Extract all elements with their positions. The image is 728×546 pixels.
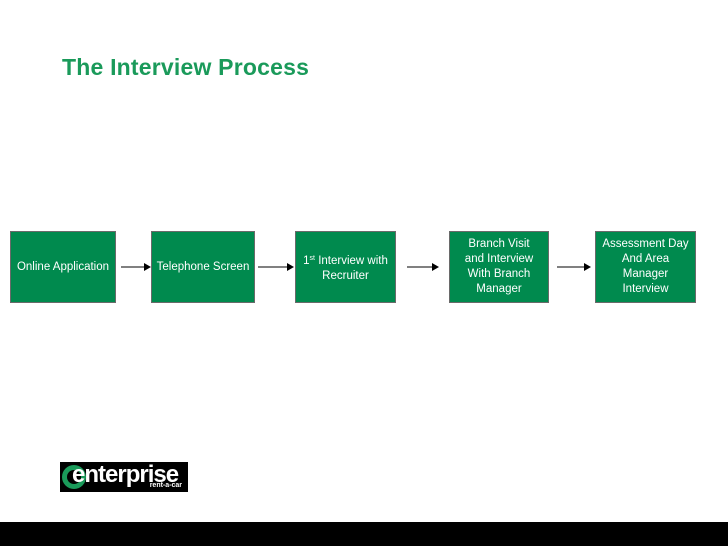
arrow-icon [258,263,294,271]
step-label: Online Application [16,260,110,273]
arrow-icon [557,263,591,271]
step-label: Assessment Day And Area Manager Intervie… [602,238,689,295]
step-branch-visit: Branch Visit and Interview With Branch M… [449,231,549,303]
step-first-interview: 1st Interview with Recruiter [295,231,396,303]
logo-e-icon [62,465,86,489]
step-label: Branch Visit and Interview With Branch M… [464,238,534,295]
arrow-icon [407,263,439,271]
step-telephone-screen: Telephone Screen [151,231,255,303]
logo-tagline: rent-a-car [149,482,182,489]
step-label: Telephone Screen [156,260,250,273]
logo-wordmark: enterprise [72,461,179,488]
step-label: 1st Interview with Recruiter [303,254,388,282]
step-online-application: Online Application [10,231,116,303]
enterprise-logo: enterprise rent-a-car [60,462,188,492]
footer-bar [0,522,728,546]
arrow-icon [121,263,151,271]
step-assessment-day: Assessment Day And Area Manager Intervie… [595,231,696,303]
slide-title: The Interview Process [62,54,310,80]
